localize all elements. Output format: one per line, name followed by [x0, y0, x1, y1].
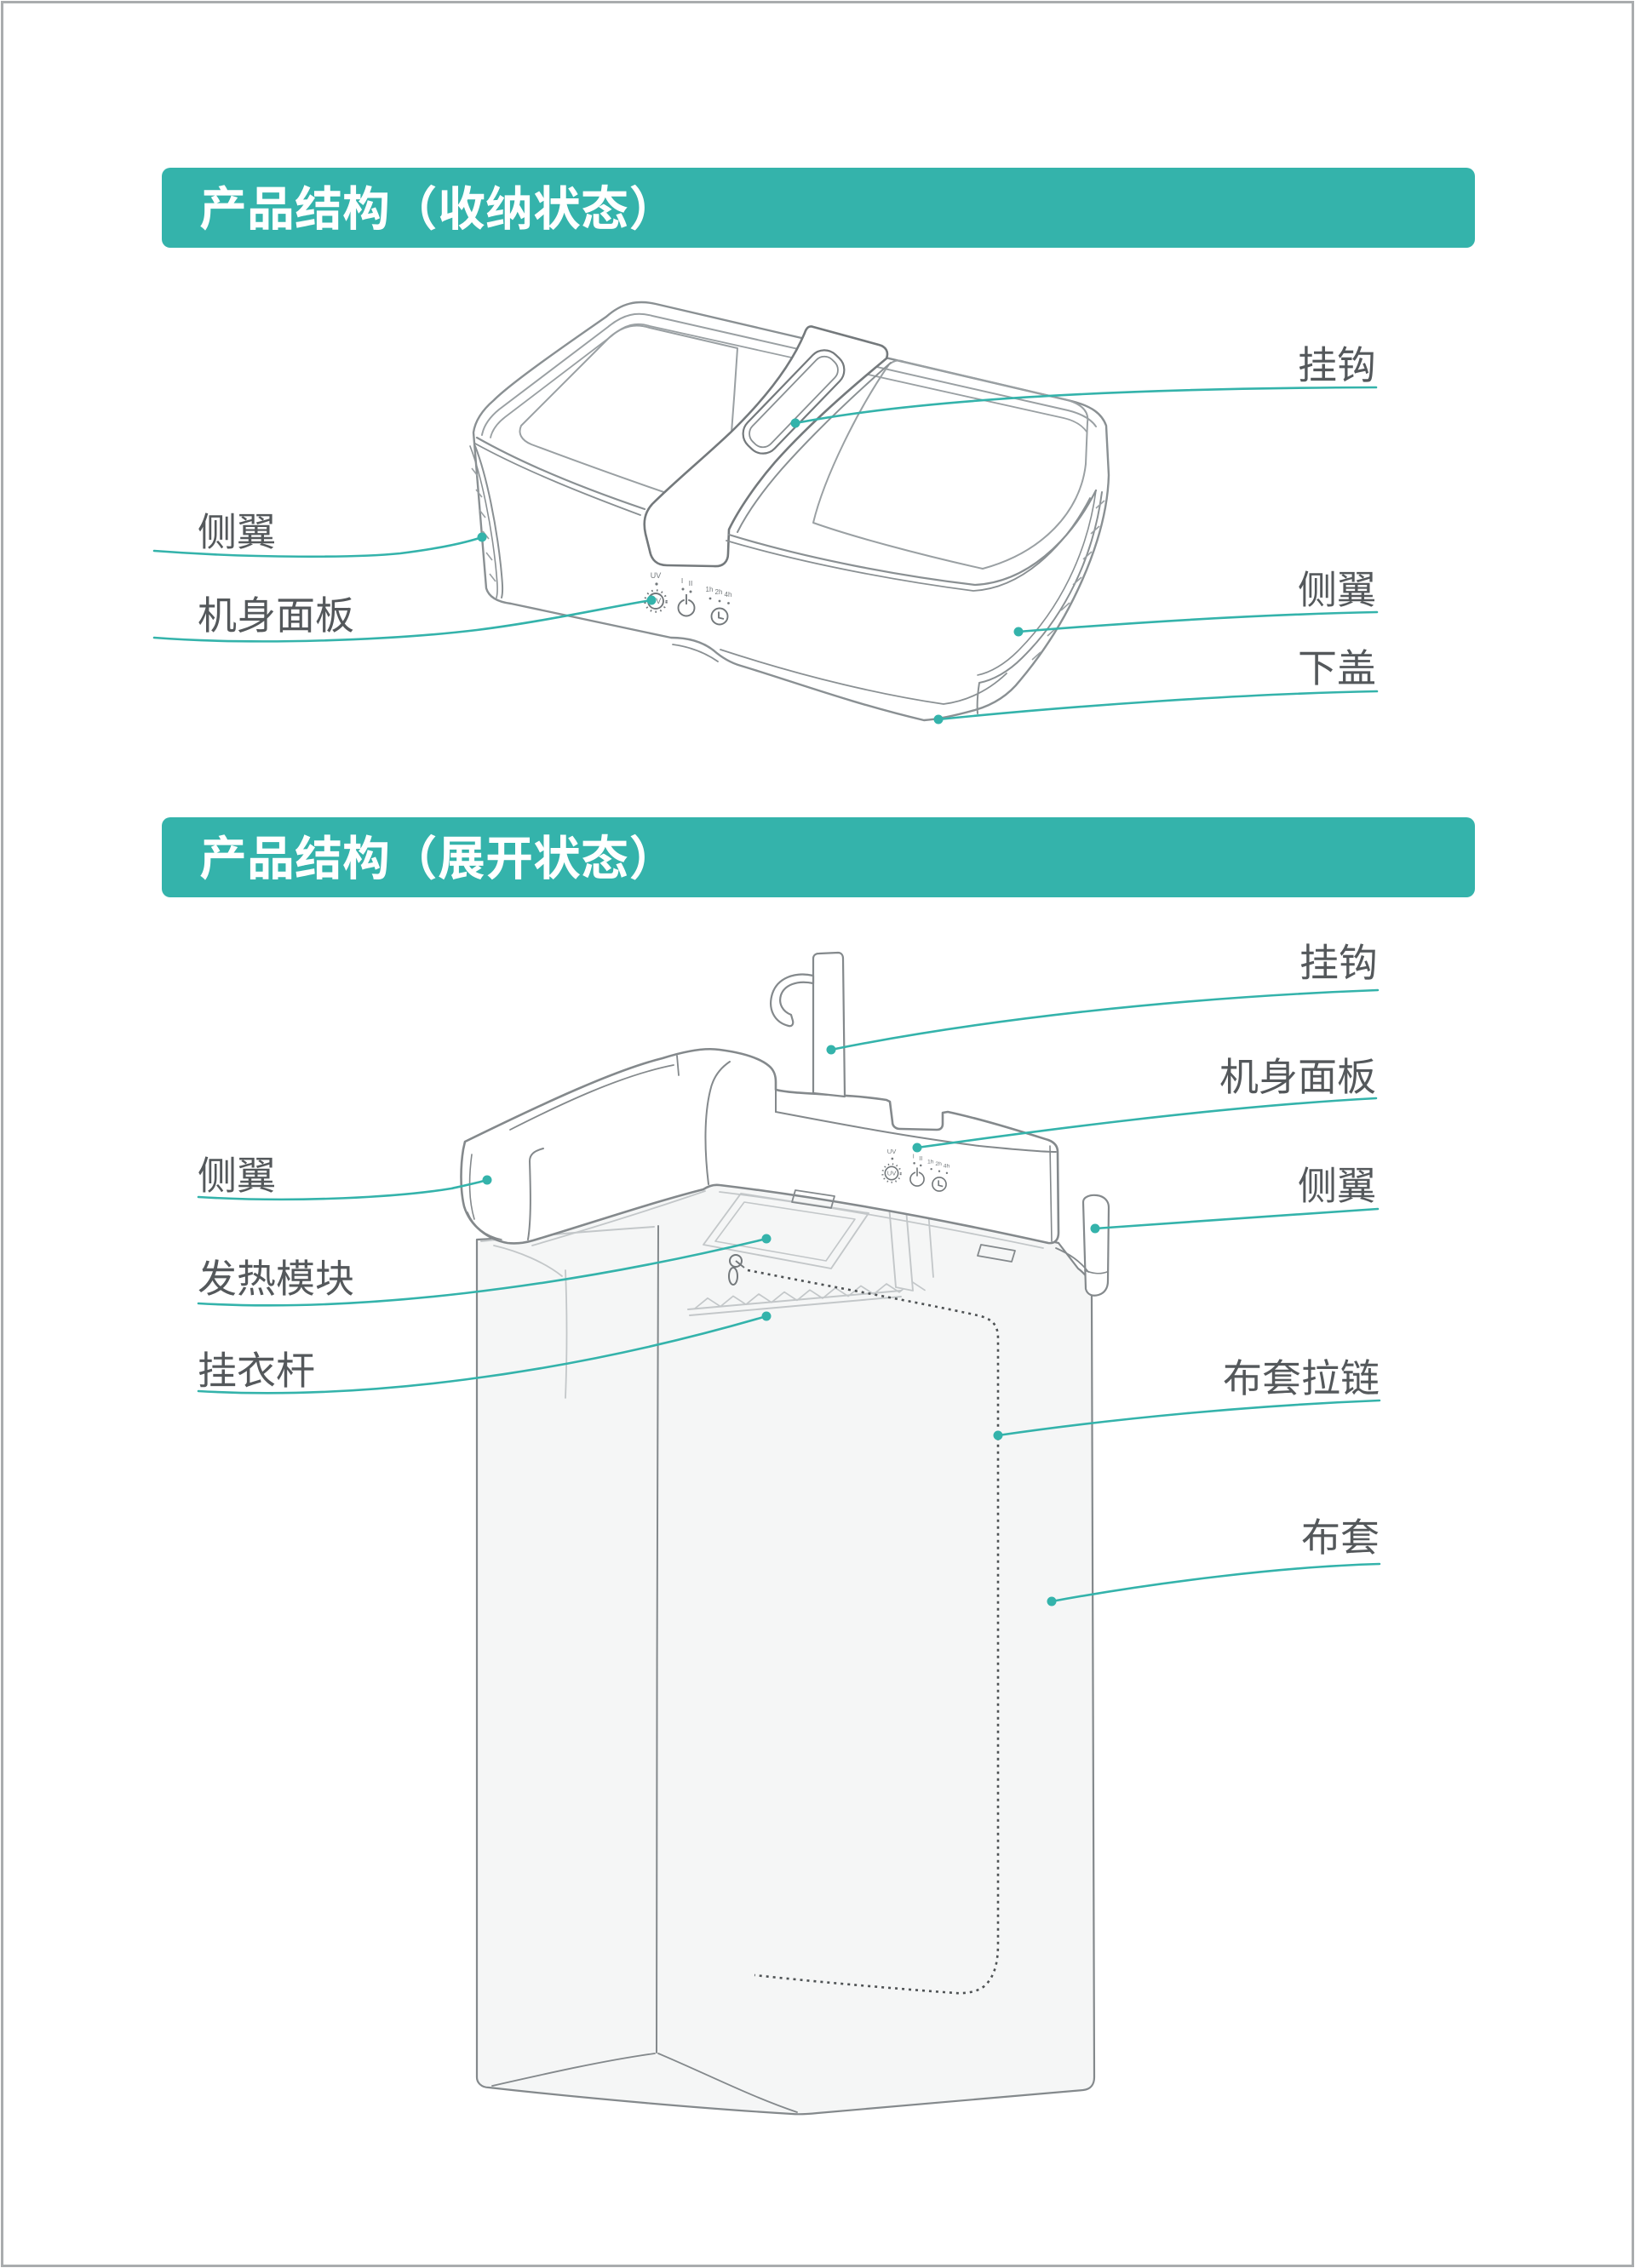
- svg-text:4h: 4h: [725, 591, 732, 598]
- svg-text:UV: UV: [887, 1148, 898, 1155]
- svg-text:2h: 2h: [715, 588, 723, 596]
- svg-text:UV: UV: [887, 1170, 898, 1177]
- svg-text:UV: UV: [651, 571, 662, 580]
- svg-text:4h: 4h: [944, 1163, 950, 1169]
- svg-text:II: II: [919, 1154, 922, 1162]
- svg-text:1h: 1h: [706, 586, 714, 593]
- svg-text:1h: 1h: [927, 1159, 934, 1165]
- svg-text:I: I: [681, 576, 683, 585]
- svg-text:I: I: [913, 1152, 915, 1160]
- svg-text:II: II: [689, 579, 693, 587]
- svg-text:2h: 2h: [935, 1161, 942, 1167]
